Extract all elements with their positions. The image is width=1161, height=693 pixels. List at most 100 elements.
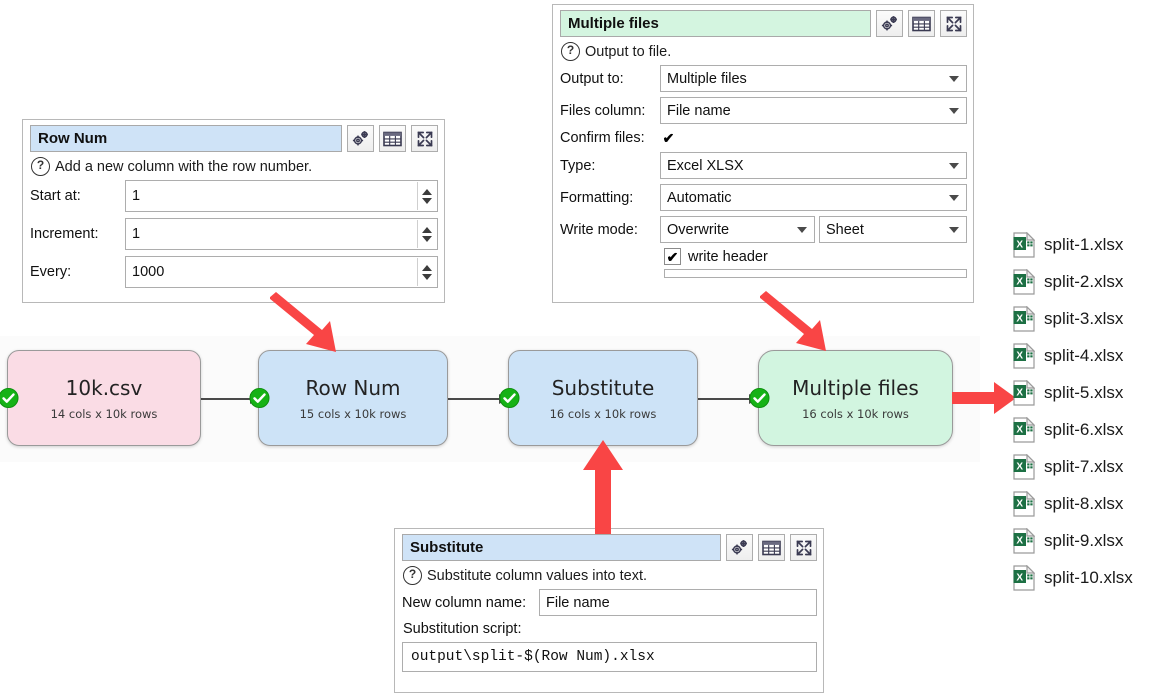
flow-node-subtitle: 15 cols x 10k rows [299, 406, 407, 421]
confirm-files-checkbox[interactable]: ✔ [660, 129, 677, 146]
file-list-item[interactable]: X split-4.xlsx [1013, 337, 1161, 374]
flow-node-row-num[interactable]: Row Num 15 cols x 10k rows [249, 350, 448, 446]
files-column-select[interactable]: File name [660, 97, 967, 124]
expand-icon[interactable] [940, 10, 967, 37]
svg-text:X: X [1016, 498, 1023, 509]
file-list-item[interactable]: X split-10.xlsx [1013, 559, 1161, 596]
write-mode-select[interactable]: Overwrite [660, 216, 815, 243]
flow-node-title: 10k.csv [65, 375, 143, 400]
file-list-item[interactable]: X split-1.xlsx [1013, 226, 1161, 263]
green-check-icon [0, 387, 19, 409]
field-label: Every: [30, 264, 72, 280]
panel-hint-text: Add a new column with the row number. [55, 158, 313, 175]
file-list-item[interactable]: X split-8.xlsx [1013, 485, 1161, 522]
partial-control[interactable] [664, 269, 967, 278]
substitution-script-input[interactable]: output\split-$(Row Num).xlsx [402, 642, 817, 672]
annotation-arrow-row-num [270, 292, 336, 352]
stepper-up-icon[interactable] [422, 188, 432, 195]
flow-node-subtitle: 16 cols x 10k rows [802, 406, 909, 421]
chevron-down-icon [797, 226, 807, 233]
excel-file-icon: X [1013, 490, 1035, 517]
help-icon[interactable]: ? [561, 42, 580, 61]
help-icon[interactable]: ? [403, 566, 422, 585]
panel-title-input[interactable]: Multiple files [560, 10, 871, 37]
field-confirm-files: Confirm files: ✔ [560, 129, 967, 146]
new-column-name-input[interactable]: File name [539, 589, 817, 616]
flow-node-multiple-files[interactable]: Multiple files 16 cols x 10k rows [749, 350, 953, 446]
expand-icon[interactable] [790, 534, 817, 561]
output-to-select[interactable]: Multiple files [660, 65, 967, 92]
stepper-arrows[interactable] [417, 258, 436, 286]
file-list-item[interactable]: X split-2.xlsx [1013, 263, 1161, 300]
formatting-value: Automatic [667, 189, 732, 206]
write-header-checkbox[interactable]: ✔ [664, 248, 681, 265]
green-check-icon [249, 387, 270, 409]
stepper-up-icon[interactable] [422, 226, 432, 233]
field-partial-row [560, 269, 967, 278]
panel-titlebar: Row Num [30, 125, 438, 152]
panel-titlebar: Substitute [402, 534, 817, 561]
substitution-script-value: output\split-$(Row Num).xlsx [411, 649, 655, 665]
write-header-label: write header [688, 248, 768, 265]
file-name-label: split-6.xlsx [1044, 419, 1124, 439]
panel-title-input[interactable]: Substitute [402, 534, 721, 561]
stepper-up-icon[interactable] [422, 264, 432, 271]
green-check-icon [749, 387, 770, 409]
chevron-down-icon [949, 226, 959, 233]
svg-text:X: X [1016, 535, 1023, 546]
file-list-item[interactable]: X split-6.xlsx [1013, 411, 1161, 448]
svg-text:X: X [1016, 350, 1023, 361]
substitution-script-label: Substitution script: [403, 621, 522, 637]
excel-file-icon: X [1013, 268, 1035, 295]
excel-file-icon: X [1013, 416, 1035, 443]
file-name-label: split-4.xlsx [1044, 345, 1124, 365]
field-write-header: ✔ write header [560, 248, 967, 265]
file-name-label: split-3.xlsx [1044, 308, 1124, 328]
start-at-stepper[interactable]: 1 [125, 180, 438, 212]
svg-text:X: X [1016, 276, 1023, 287]
field-label: Files column: [560, 102, 646, 119]
file-list-item[interactable]: X split-7.xlsx [1013, 448, 1161, 485]
table-icon[interactable] [758, 534, 785, 561]
file-list-item[interactable]: X split-3.xlsx [1013, 300, 1161, 337]
formatting-select[interactable]: Automatic [660, 184, 967, 211]
svg-text:X: X [1016, 239, 1023, 250]
table-icon[interactable] [908, 10, 935, 37]
new-column-name-value: File name [546, 594, 610, 611]
annotation-arrow-substitute [583, 440, 623, 534]
file-name-label: split-2.xlsx [1044, 271, 1124, 291]
stepper-arrows[interactable] [417, 182, 436, 210]
gears-icon[interactable] [726, 534, 753, 561]
flow-node-10k-csv[interactable]: 10k.csv 14 cols x 10k rows [0, 350, 201, 446]
excel-file-icon: X [1013, 453, 1035, 480]
flow-node-subtitle: 14 cols x 10k rows [50, 406, 158, 421]
file-list-item[interactable]: X split-5.xlsx [1013, 374, 1161, 411]
svg-text:X: X [1016, 572, 1023, 583]
type-select[interactable]: Excel XLSX [660, 152, 967, 179]
gears-icon[interactable] [347, 125, 374, 152]
panel-hint: ? Substitute column values into text. [402, 564, 817, 589]
panel-hint: ? Output to file. [560, 40, 967, 65]
panel-title-input[interactable]: Row Num [30, 125, 342, 152]
excel-file-icon: X [1013, 527, 1035, 554]
file-list-item[interactable]: X split-9.xlsx [1013, 522, 1161, 559]
expand-icon[interactable] [411, 125, 438, 152]
flow-link [448, 398, 507, 400]
help-icon[interactable]: ? [31, 157, 50, 176]
field-label: Formatting: [560, 189, 634, 206]
gears-icon[interactable] [876, 10, 903, 37]
table-icon[interactable] [379, 125, 406, 152]
write-mode-sheet-select[interactable]: Sheet [819, 216, 967, 243]
field-files-column: Files column: File name [560, 97, 967, 124]
stepper-down-icon[interactable] [422, 235, 432, 242]
file-name-label: split-1.xlsx [1044, 234, 1124, 254]
flow-node-substitute[interactable]: Substitute 16 cols x 10k rows [499, 350, 698, 446]
stepper-down-icon[interactable] [422, 197, 432, 204]
increment-stepper[interactable]: 1 [125, 218, 438, 250]
flow-link [200, 398, 258, 400]
excel-file-icon: X [1013, 305, 1035, 332]
stepper-down-icon[interactable] [422, 273, 432, 280]
annotation-arrow-multiple-files [760, 291, 826, 351]
stepper-arrows[interactable] [417, 220, 436, 248]
every-stepper[interactable]: 1000 [125, 256, 438, 288]
